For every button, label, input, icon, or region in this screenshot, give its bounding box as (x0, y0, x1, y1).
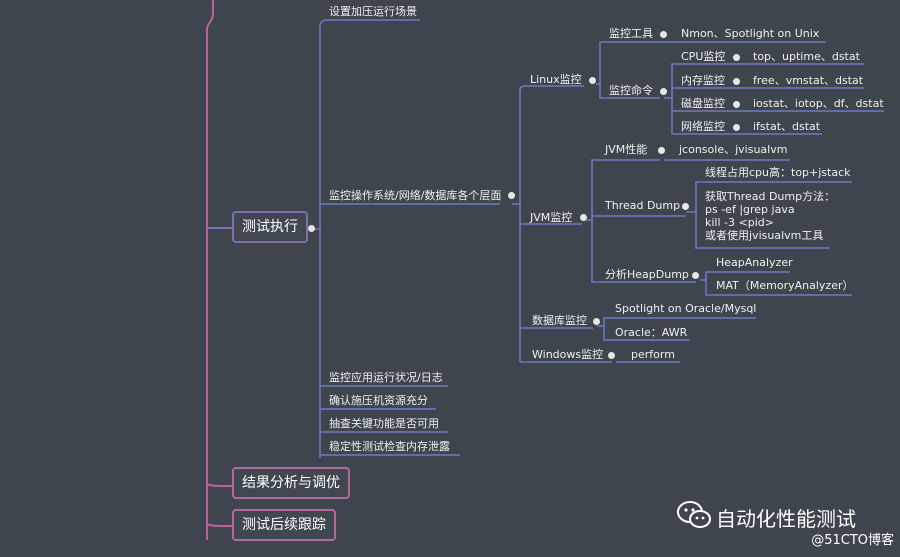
node-jvm-monitor[interactable]: JVM监控 (530, 211, 573, 224)
node-result-analysis[interactable]: 结果分析与调优 (232, 467, 350, 499)
node-db-spotlight[interactable]: Spotlight on Oracle/Mysql (615, 302, 757, 315)
node-linux-tools-value[interactable]: Nmon、Spotlight on Unix (681, 27, 820, 40)
node-dot (580, 214, 587, 221)
node-linux-monitor[interactable]: Linux监控 (530, 73, 582, 86)
node-test-execution[interactable]: 测试执行 (232, 211, 308, 243)
node-dot (733, 54, 740, 61)
node-jvm-perf-value[interactable]: jconsole、jvisualvm (679, 143, 788, 156)
node-dot (692, 272, 699, 279)
node-thread-dump-cpu[interactable]: 线程占用cpu高：top+jstack (705, 166, 851, 179)
node-thread-dump-method[interactable]: 获取Thread Dump方法： ps -ef |grep java kill … (705, 190, 836, 242)
node-dot (593, 318, 600, 325)
node-key-functions[interactable]: 抽查关键功能是否可用 (329, 417, 439, 430)
node-dot (682, 203, 689, 210)
node-stability-memory[interactable]: 稳定性测试检查内存泄露 (329, 440, 450, 453)
node-dot (308, 225, 315, 232)
node-db-awr[interactable]: Oracle：AWR (615, 326, 688, 339)
node-network-monitor[interactable]: 网络监控 (681, 120, 725, 133)
watermark-title: 自动化性能测试 (716, 507, 856, 531)
node-heap-dump[interactable]: 分析HeapDump (605, 268, 689, 281)
node-heap-analyzer[interactable]: HeapAnalyzer (716, 256, 793, 269)
node-dot (589, 77, 596, 84)
node-followup[interactable]: 测试后续跟踪 (232, 509, 336, 541)
node-thread-dump[interactable]: Thread Dump (605, 199, 681, 212)
node-dot (660, 88, 667, 95)
node-cpu-commands[interactable]: top、uptime、dstat (753, 50, 860, 63)
node-memory-monitor[interactable]: 内存监控 (681, 74, 725, 87)
watermark-subtitle: @51CTO博客 (811, 533, 894, 548)
node-windows-monitor[interactable]: Windows监控 (532, 348, 604, 361)
node-linux-commands[interactable]: 监控命令 (609, 84, 653, 97)
node-memory-commands[interactable]: free、vmstat、dstat (753, 74, 864, 87)
wechat-icon (677, 501, 711, 528)
node-linux-tools[interactable]: 监控工具 (609, 27, 653, 40)
node-network-commands[interactable]: ifstat、dstat (753, 120, 821, 133)
node-load-resources[interactable]: 确认施压机资源充分 (329, 394, 428, 407)
node-app-status[interactable]: 监控应用运行状况/日志 (329, 371, 443, 384)
node-dot (508, 192, 515, 199)
node-disk-monitor[interactable]: 磁盘监控 (681, 97, 725, 110)
node-db-monitor[interactable]: 数据库监控 (532, 314, 587, 327)
node-dot (658, 147, 665, 154)
node-dot (608, 352, 615, 359)
node-dot (733, 124, 740, 131)
node-mat[interactable]: MAT（MemoryAnalyzer） (716, 279, 854, 292)
node-disk-commands[interactable]: iostat、iotop、df、dstat (753, 97, 884, 110)
node-dot (733, 78, 740, 85)
node-jvm-perf[interactable]: JVM性能 (605, 143, 648, 156)
node-cpu-monitor[interactable]: CPU监控 (681, 50, 726, 63)
node-monitor-os-net-db[interactable]: 监控操作系统/网络/数据库各个层面 (329, 189, 502, 202)
node-scenario[interactable]: 设置加压运行场景 (329, 5, 417, 18)
node-dot (660, 31, 667, 38)
node-dot (733, 101, 740, 108)
node-windows-perform[interactable]: perform (631, 348, 675, 361)
